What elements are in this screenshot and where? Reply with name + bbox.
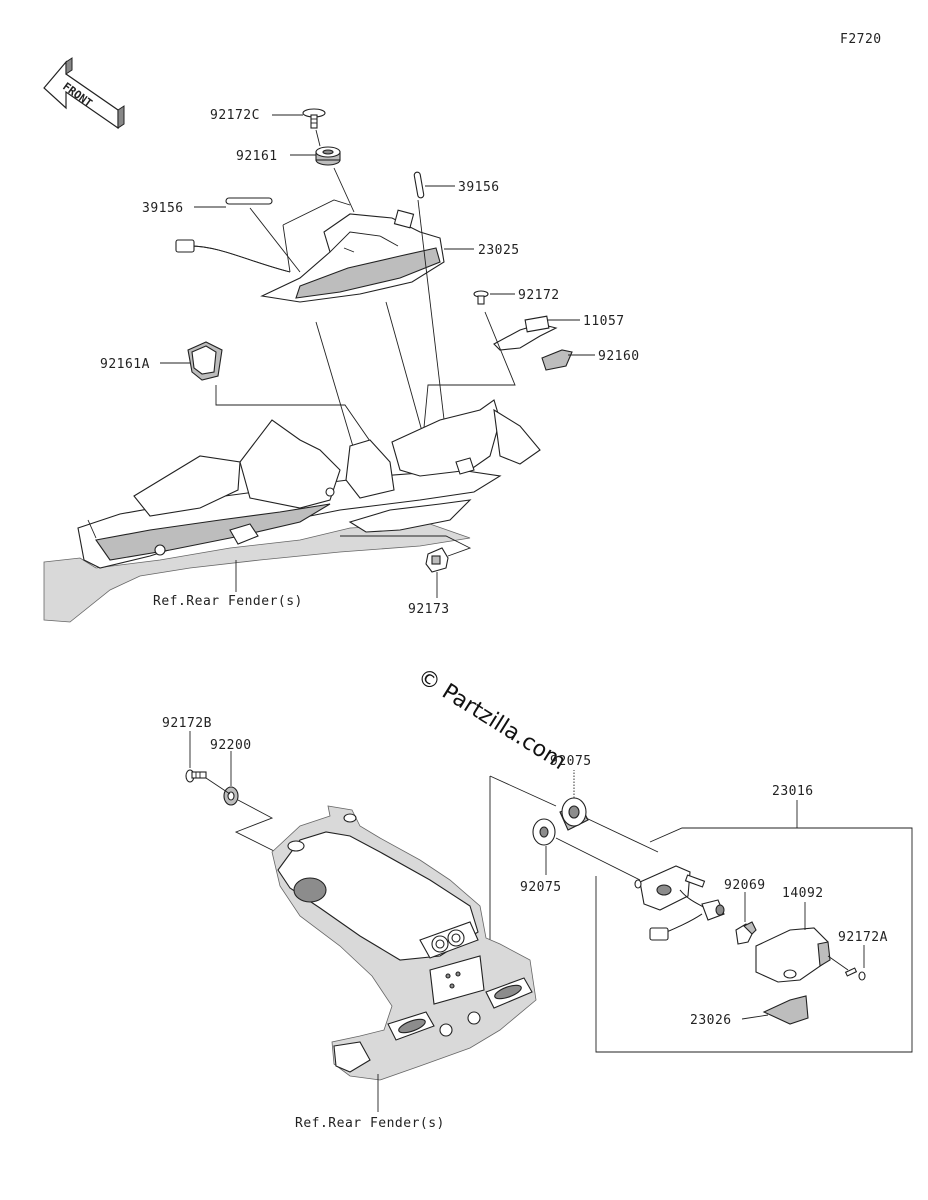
part-23025[interactable] xyxy=(175,209,445,303)
label-23026[interactable]: 23026 xyxy=(690,1013,732,1028)
license-bracket xyxy=(277,813,533,1073)
part-92075-top[interactable] xyxy=(559,797,589,831)
part-92161[interactable] xyxy=(315,146,341,166)
label-39156-left[interactable]: 39156 xyxy=(142,201,184,216)
part-92069[interactable] xyxy=(735,921,757,945)
label-92075-bottom[interactable]: 92075 xyxy=(520,880,562,895)
part-92172[interactable] xyxy=(473,290,489,305)
label-92172[interactable]: 92172 xyxy=(518,288,560,303)
ref-label-lower: Ref.Rear Fender(s) xyxy=(295,1116,445,1131)
label-92173[interactable]: 92173 xyxy=(408,602,450,617)
part-14092[interactable] xyxy=(755,927,831,983)
label-92069[interactable]: 92069 xyxy=(724,878,766,893)
part-92172C[interactable] xyxy=(302,108,326,129)
watermark: © Partzilla.com xyxy=(413,664,570,775)
ref-rear-fender-upper xyxy=(43,523,471,623)
label-92172A[interactable]: 92172A xyxy=(838,930,888,945)
undertray-assembly xyxy=(77,399,541,569)
label-11057[interactable]: 11057 xyxy=(583,314,625,329)
ref-label-upper: Ref.Rear Fender(s) xyxy=(153,594,303,609)
part-92172A[interactable] xyxy=(844,967,866,981)
label-23025[interactable]: 23025 xyxy=(478,243,520,258)
part-92075-bottom[interactable] xyxy=(532,818,556,846)
part-92160[interactable] xyxy=(541,349,573,371)
part-11057[interactable] xyxy=(493,315,558,351)
label-14092[interactable]: 14092 xyxy=(782,886,824,901)
label-92161[interactable]: 92161 xyxy=(236,149,278,164)
part-39156-right[interactable] xyxy=(413,171,425,199)
part-92200[interactable] xyxy=(223,786,239,806)
part-92161A[interactable] xyxy=(187,341,223,381)
part-23016[interactable] xyxy=(634,865,725,941)
label-92200[interactable]: 92200 xyxy=(210,738,252,753)
label-92172C[interactable]: 92172C xyxy=(210,108,260,123)
part-92173[interactable] xyxy=(425,547,449,573)
front-arrow-icon: FRONT xyxy=(43,57,125,130)
part-92172B[interactable] xyxy=(185,769,207,783)
label-92160[interactable]: 92160 xyxy=(598,349,640,364)
part-23026[interactable] xyxy=(762,995,809,1025)
label-92172B[interactable]: 92172B xyxy=(162,716,212,731)
part-39156-left[interactable] xyxy=(225,197,273,205)
diagram-code: F2720 xyxy=(840,32,882,47)
label-92161A[interactable]: 92161A xyxy=(100,357,150,372)
label-39156-right[interactable]: 39156 xyxy=(458,180,500,195)
label-23016[interactable]: 23016 xyxy=(772,784,814,799)
label-92075-top[interactable]: 92075 xyxy=(550,754,592,769)
